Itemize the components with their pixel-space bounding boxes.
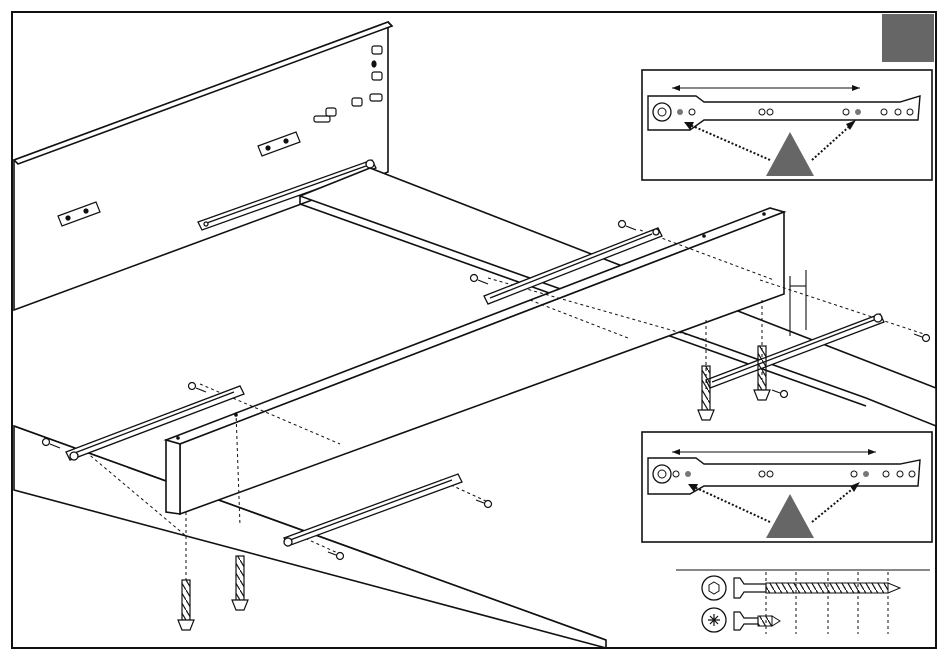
floor-rail-left [284, 474, 462, 546]
fastener-legend [676, 570, 930, 634]
rail-detail-bottom [642, 432, 932, 542]
short-screw-icon [734, 612, 780, 630]
pozi-head-icon [702, 608, 726, 632]
long-screw-icon [734, 578, 900, 598]
rail-detail-top [642, 70, 932, 180]
headboard-panel [14, 22, 392, 310]
step-marker [882, 14, 934, 62]
spacing-dimension [790, 270, 806, 336]
hex-head-icon [702, 576, 726, 600]
length-guides [766, 572, 888, 634]
